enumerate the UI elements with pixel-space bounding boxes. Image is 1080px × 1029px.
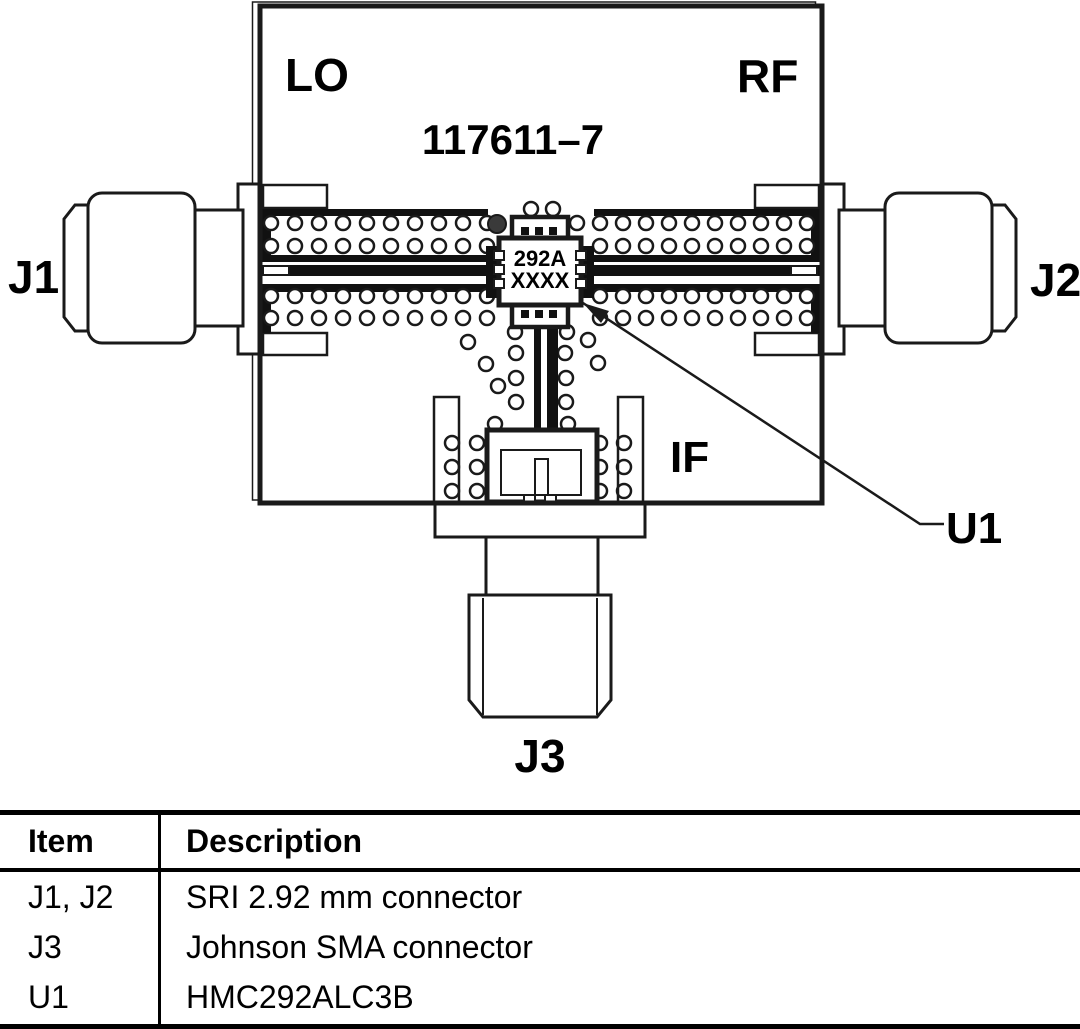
row-item: U1 <box>28 978 69 1015</box>
connector-j2 <box>820 182 1018 356</box>
chip-marking-line2: XXXX <box>511 268 570 293</box>
table-row: J3 Johnson SMA connector <box>0 922 1080 972</box>
row-description: HMC292ALC3B <box>186 978 414 1015</box>
connector-j1 <box>62 182 262 356</box>
label-rf: RF <box>737 50 798 102</box>
parts-table: Item Description J1, J2 SRI 2.92 mm conn… <box>0 810 1080 1029</box>
u1-callout-arrow <box>582 301 944 526</box>
if-transmission-line <box>534 325 558 432</box>
board-diagram: 292A XXXX <box>8 1 1080 782</box>
if-pad-enclosure <box>484 427 600 505</box>
table-header-row: Item Description <box>0 815 1080 872</box>
label-u1: U1 <box>946 504 1002 553</box>
fiducial-dot <box>487 214 507 234</box>
connector-mount-tabs <box>261 183 821 357</box>
table-row: J1, J2 SRI 2.92 mm connector <box>0 872 1080 922</box>
label-lo: LO <box>285 49 349 101</box>
chip-u1-footprint: 292A XXXX <box>486 214 594 330</box>
table-column-divider <box>158 815 161 1024</box>
ground-pour-edges <box>262 209 820 333</box>
label-j2: J2 <box>1030 254 1080 306</box>
label-j3: J3 <box>514 730 565 782</box>
label-j1: J1 <box>8 251 59 303</box>
chip-marking-line1: 292A <box>514 246 567 271</box>
header-item: Item <box>28 823 94 859</box>
ground-vias <box>262 200 816 500</box>
board-number: 117611–7 <box>422 116 604 163</box>
row-description: SRI 2.92 mm connector <box>186 878 523 915</box>
header-description: Description <box>186 823 363 859</box>
row-description: Johnson SMA connector <box>186 928 533 965</box>
row-item: J3 <box>28 928 62 965</box>
connector-j3 <box>433 501 647 719</box>
label-if: IF <box>670 433 709 482</box>
board-outline <box>257 3 825 506</box>
table-row: U1 HMC292ALC3B <box>0 972 1080 1022</box>
row-item: J1, J2 <box>28 878 114 915</box>
